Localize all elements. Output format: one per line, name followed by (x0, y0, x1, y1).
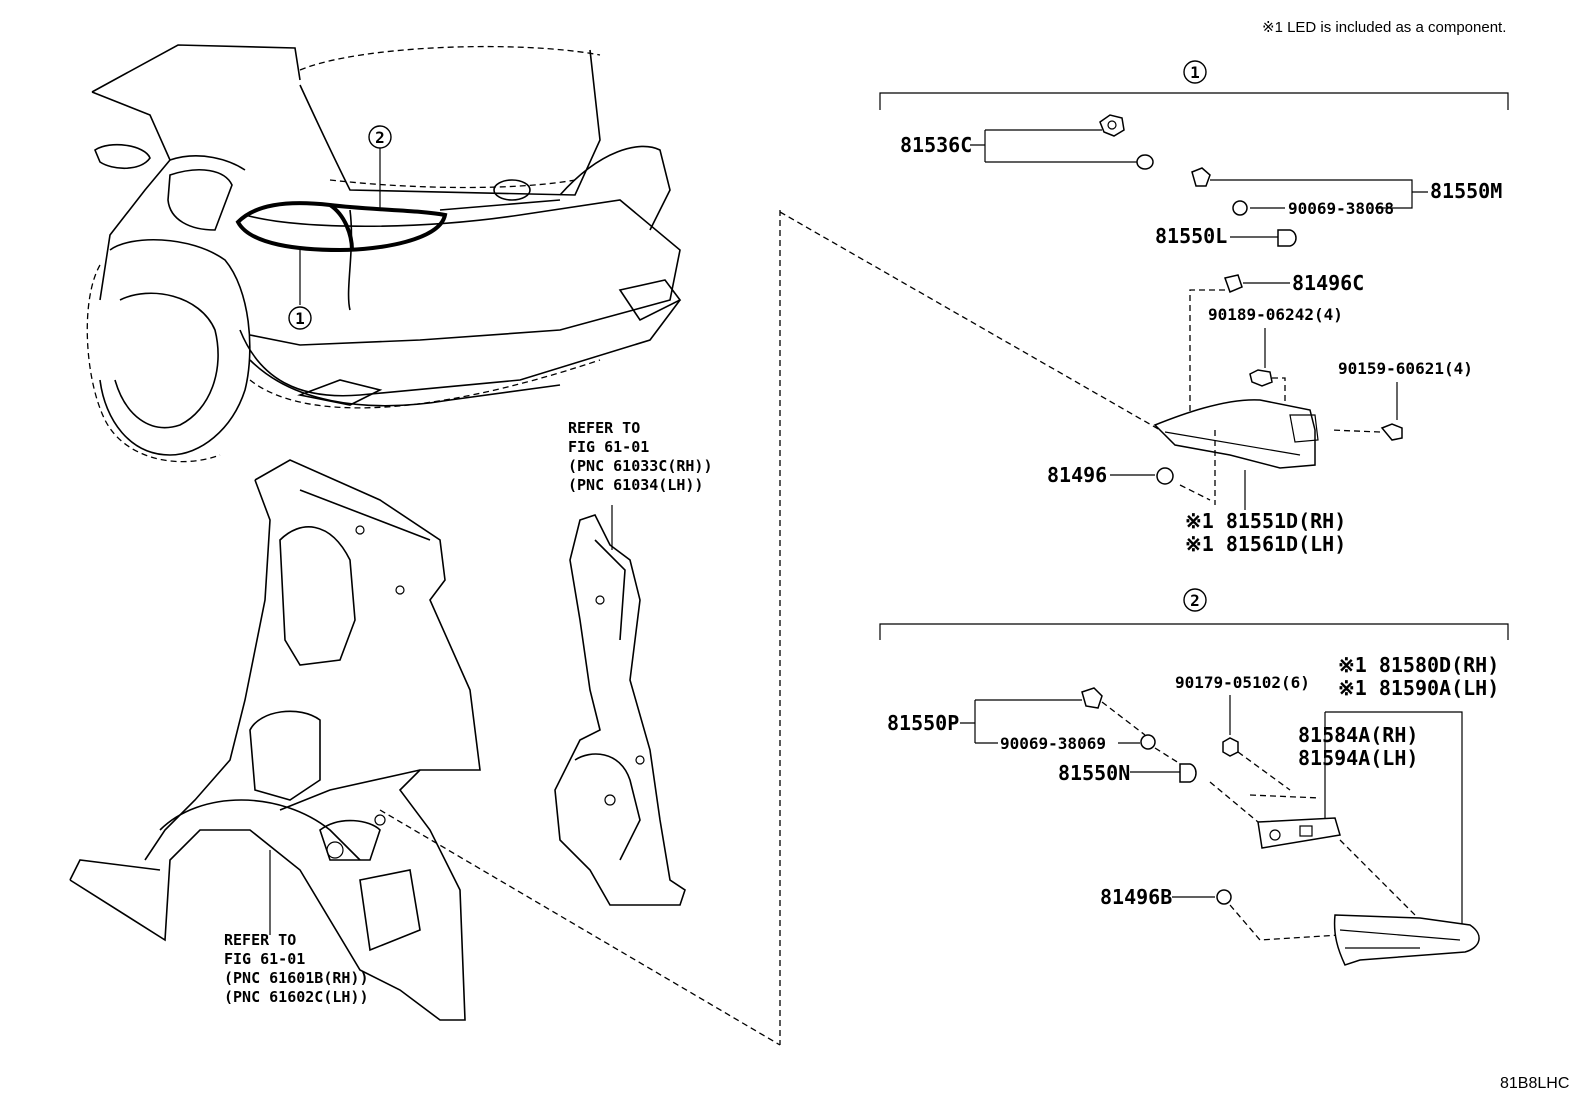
socket-81550P-icon (1081, 687, 1103, 709)
bulb-81550N-icon (1179, 763, 1197, 783)
part-90069-38068: 90069-38068 (1288, 199, 1394, 218)
quarter-panel-illustration (69, 459, 481, 1021)
refer-right-line2: FIG 61-01 (568, 438, 649, 456)
nut-90179-05102-icon (1222, 737, 1239, 757)
refer-bottom-line2: FIG 61-01 (224, 950, 305, 968)
callout-2-vehicle (368, 125, 392, 149)
part-81550L: 81550L (1155, 224, 1227, 248)
svg-text:2: 2 (1190, 591, 1200, 610)
grommet-81496-icon (1156, 467, 1174, 485)
screw-90189-06242-icon (1249, 369, 1273, 387)
socket-81550M-icon (1191, 167, 1211, 187)
part-81550M: 81550M (1430, 179, 1502, 203)
socket-81536C-icon (1099, 114, 1125, 137)
grommet-81496B-icon (1216, 889, 1232, 905)
part-81550N: 81550N (1058, 761, 1130, 785)
guide-dashed-upper (779, 211, 1161, 431)
part-81551D-rh: ※1 81551D(RH) (1185, 509, 1346, 533)
gasket-90069-38069-icon (1140, 734, 1156, 750)
part-81550P: 81550P (887, 711, 959, 735)
part-81536C: 81536C (900, 133, 972, 157)
screw-90159-60621-icon (1380, 423, 1403, 441)
gasket-90069-38068-icon (1232, 200, 1248, 216)
vehicle-rear-illustration (86, 44, 682, 463)
bulb-81550L-icon (1277, 229, 1297, 247)
bracket-81584A-icon (1257, 817, 1341, 849)
callout-1-group (1183, 60, 1207, 84)
callout-2-group (1183, 588, 1207, 612)
refer-right-line1: REFER TO (568, 419, 640, 437)
refer-right-line3: (PNC 61033C(RH)) (568, 457, 713, 475)
guide-dashed-lower (379, 809, 781, 1046)
part-81590A-lh: ※1 81590A(LH) (1338, 676, 1499, 700)
diagram-code: 81B8LHC (1500, 1075, 1569, 1092)
led-note: ※1 LED is included as a component. (1262, 19, 1506, 36)
rear-combination-lamp-outer-icon (1153, 399, 1319, 469)
part-90179-05102: 90179-05102(6) (1175, 673, 1310, 692)
refer-bottom-line1: REFER TO (224, 931, 296, 949)
rear-combination-lamp-inner-icon (1333, 914, 1480, 966)
part-81584A-rh: 81584A(RH) (1298, 723, 1418, 747)
part-90159-60621: 90159-60621(4) (1338, 359, 1473, 378)
part-81496C: 81496C (1292, 271, 1364, 295)
refer-bottom-line4: (PNC 61602C(LH)) (224, 988, 369, 1006)
group2-bracket (879, 623, 1509, 640)
part-81496B: 81496B (1100, 885, 1172, 909)
refer-right-line4: (PNC 61034(LH)) (568, 476, 703, 494)
svg-text:1: 1 (295, 309, 305, 328)
part-81561D-lh: ※1 81561D(LH) (1185, 532, 1346, 556)
part-90069-38069: 90069-38069 (1000, 734, 1106, 753)
pillar-reinforcement-illustration (554, 514, 686, 906)
part-81580D-rh: ※1 81580D(RH) (1338, 653, 1499, 677)
part-90189-06242: 90189-06242(4) (1208, 305, 1343, 324)
part-81594A-lh: 81594A(LH) (1298, 746, 1418, 770)
clip-81496C-icon (1224, 274, 1243, 293)
group1-bracket (879, 92, 1509, 110)
svg-text:2: 2 (375, 128, 385, 147)
callout-1-vehicle (288, 306, 312, 330)
gasket-81536C-icon (1136, 154, 1154, 170)
svg-text:1: 1 (1190, 63, 1200, 82)
refer-bottom-line3: (PNC 61601B(RH)) (224, 969, 369, 987)
part-81496: 81496 (1047, 463, 1107, 487)
